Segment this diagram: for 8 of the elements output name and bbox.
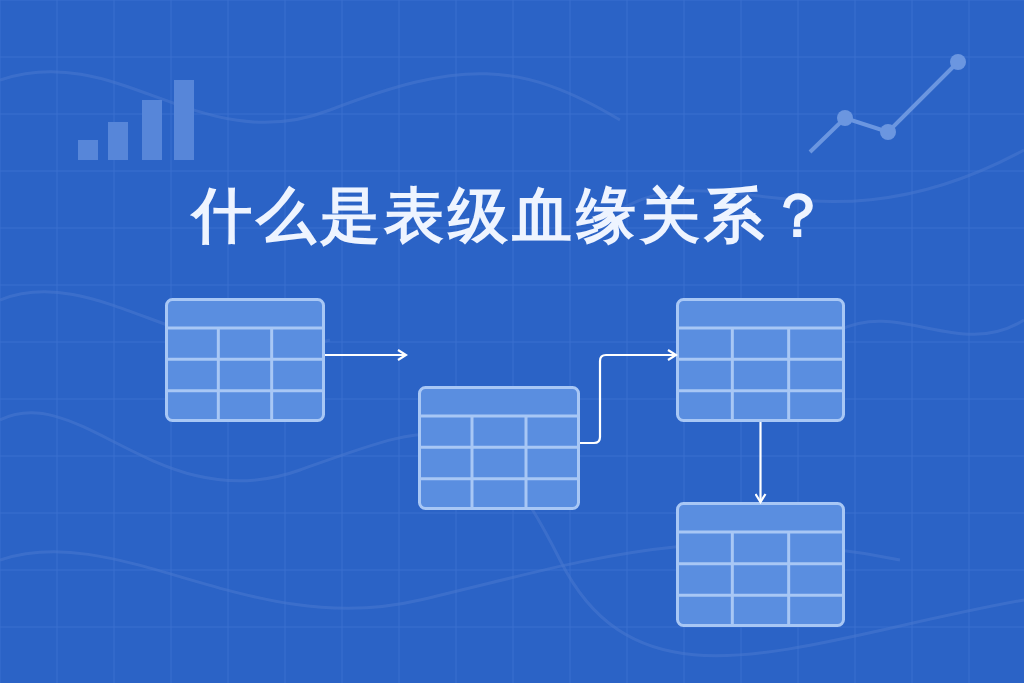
arrow <box>754 422 767 504</box>
table-drawing <box>676 298 845 422</box>
arrow <box>580 348 678 445</box>
table-drawing <box>418 386 580 510</box>
table-drawing <box>165 298 325 422</box>
table-drawing <box>676 502 845 627</box>
title: 什么是表级血缘关系？ <box>189 179 833 252</box>
arrow <box>325 348 408 362</box>
